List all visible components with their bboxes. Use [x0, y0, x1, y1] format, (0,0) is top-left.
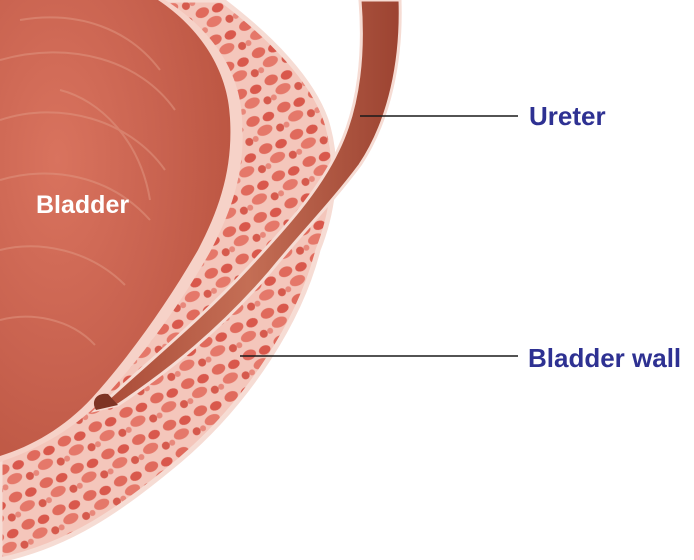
bladder-wall-label: Bladder wall	[528, 343, 681, 374]
ureter-label: Ureter	[529, 101, 606, 132]
bladder-label: Bladder	[36, 191, 129, 220]
